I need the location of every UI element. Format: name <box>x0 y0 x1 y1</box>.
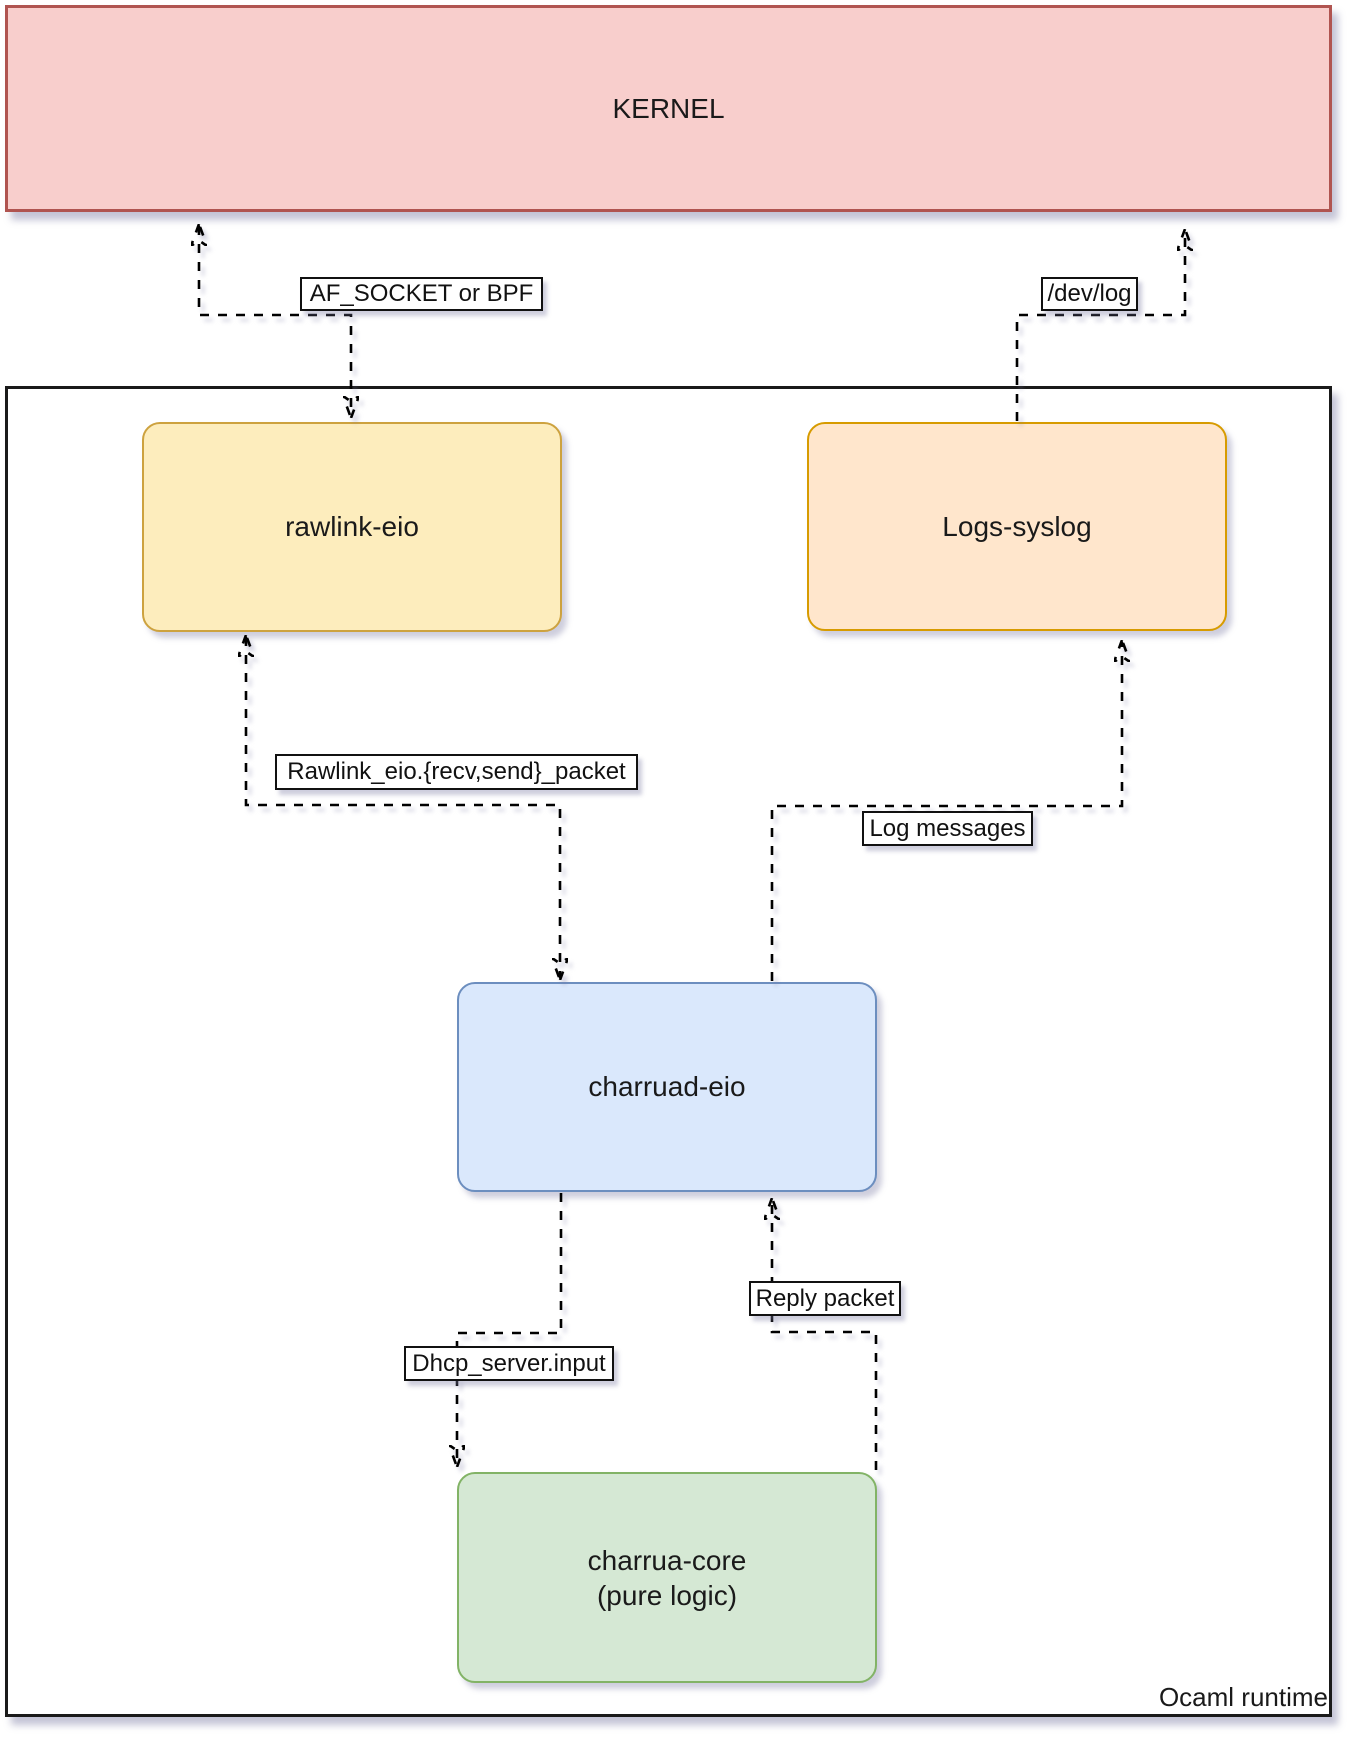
ocaml-runtime-label: Ocaml runtime <box>1128 1681 1328 1713</box>
edge-label-rawlink-api-text: Rawlink_eio.{recv,send}_packet <box>287 758 626 785</box>
kernel-node: KERNEL <box>5 5 1332 212</box>
edge-label-rawlink-api: Rawlink_eio.{recv,send}_packet <box>275 754 638 790</box>
node-charruad-eio: charruad-eio <box>457 982 877 1192</box>
edge-label-dhcp-input: Dhcp_server.input <box>404 1346 614 1381</box>
edge-label-reply-packet-text: Reply packet <box>755 1284 895 1312</box>
kernel-label: KERNEL <box>612 92 725 124</box>
node-charrua-core-label-line2: (pure logic) <box>596 1579 738 1611</box>
edge-label-af-socket: AF_SOCKET or BPF <box>300 277 543 311</box>
edge-label-reply-packet: Reply packet <box>749 1281 901 1316</box>
edge-label-dev-log: /dev/log <box>1041 277 1138 311</box>
node-charruad-eio-label: charruad-eio <box>588 1071 746 1102</box>
node-rawlink-eio-label: rawlink-eio <box>285 511 419 542</box>
node-logs-syslog-label: Logs-syslog <box>942 510 1092 542</box>
edge-label-dhcp-input-text: Dhcp_server.input <box>412 1349 606 1377</box>
edge-label-log-messages: Log messages <box>862 811 1033 846</box>
node-rawlink-eio: rawlink-eio <box>142 422 562 632</box>
edge-label-log-messages-text: Log messages <box>869 814 1026 842</box>
edge-label-af-socket-text: AF_SOCKET or BPF <box>309 280 534 307</box>
edge-label-dev-log-text: /dev/log <box>1047 280 1132 307</box>
node-charrua-core-label-line1: charrua-core <box>587 1544 747 1576</box>
node-charrua-core: charrua-core (pure logic) <box>457 1472 877 1683</box>
node-logs-syslog: Logs-syslog <box>807 422 1227 631</box>
ocaml-runtime-label-text: Ocaml runtime <box>1158 1681 1328 1712</box>
